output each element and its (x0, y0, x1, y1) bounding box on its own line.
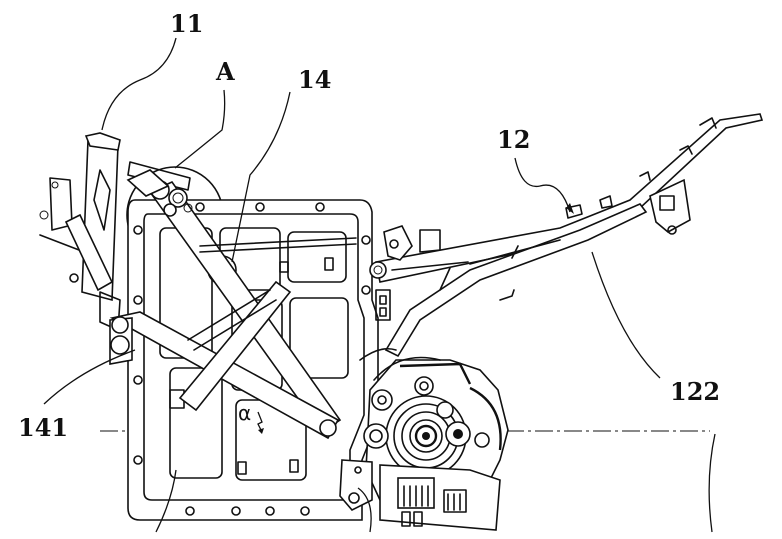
leader-141 (43, 349, 136, 405)
angle-alpha-marker: α (238, 401, 264, 434)
battery-box (127, 199, 379, 521)
label-141: 141 (18, 413, 68, 442)
leader-bottom-1 (155, 469, 177, 533)
leader-122 (591, 251, 661, 379)
leader-lines (43, 37, 716, 533)
head-tube-assembly (39, 132, 191, 331)
label-14: 14 (298, 65, 331, 94)
leader-14 (231, 91, 291, 263)
label-a: A (215, 57, 235, 86)
motor-unit (339, 347, 509, 531)
leader-a (174, 89, 226, 169)
label-12: 12 (497, 125, 530, 154)
leader-bottom-3 (708, 433, 716, 533)
battery-frame-tubes (109, 169, 357, 440)
battery-box-bolts (133, 202, 371, 516)
leader-12 (514, 157, 571, 213)
angle-alpha-label: α (238, 401, 251, 425)
leader-bottom-2 (357, 487, 372, 533)
leader-11 (101, 37, 177, 131)
label-122: 122 (670, 377, 720, 406)
label-11: 11 (170, 9, 203, 38)
rear-frame (369, 113, 764, 358)
